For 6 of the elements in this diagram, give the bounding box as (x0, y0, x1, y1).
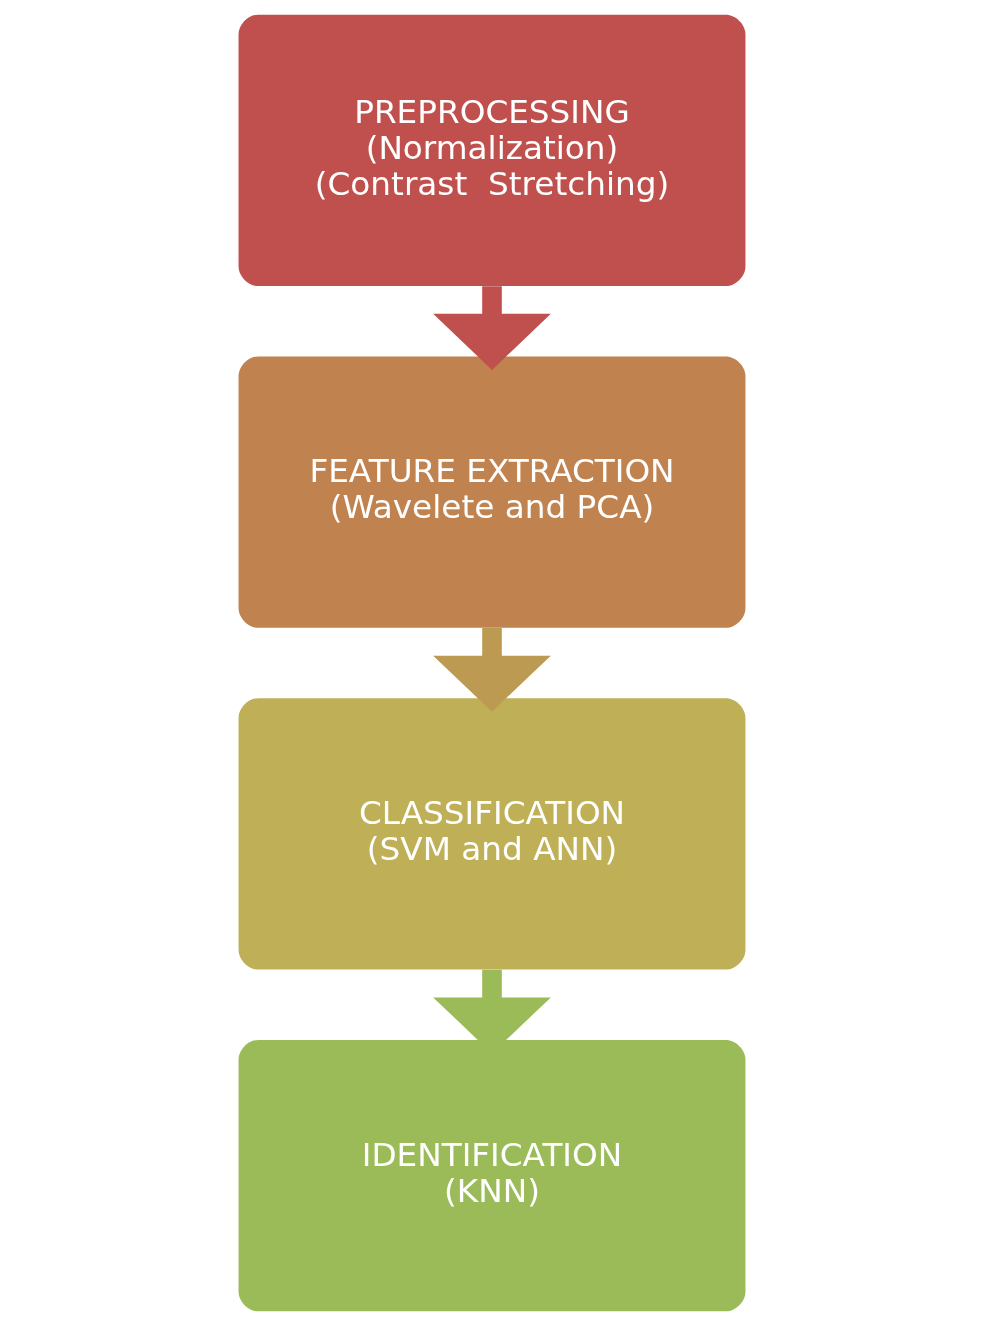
node-box: FEATURE EXTRACTION (Wavelete and PCA) (238, 356, 746, 628)
node-box: CLASSIFICATION (SVM and ANN) (238, 698, 746, 970)
arrow (433, 286, 551, 370)
node-box: PREPROCESSING (Normalization) (Contrast Stretching) (238, 14, 746, 287)
node-box: IDENTIFICATION (KNN) (238, 1039, 746, 1312)
arrow (433, 628, 551, 712)
